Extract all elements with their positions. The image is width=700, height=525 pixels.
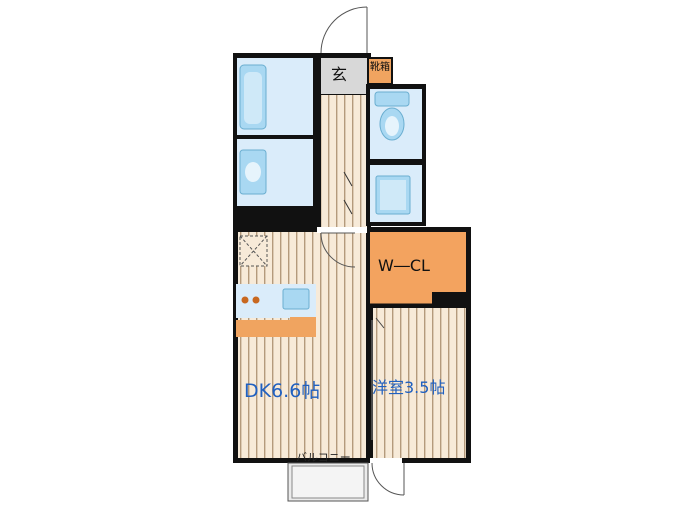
western-room-label: 洋室3.5帖 [372,378,446,397]
counter-edge [236,317,316,337]
entrance-door-icon [320,6,368,54]
dk-floor [238,232,366,458]
walk-in-closet-label: W―CL [378,256,430,275]
dk-label: DK6.6帖 [244,380,321,402]
shoe-box [367,57,393,85]
kitchen [236,235,316,337]
western-room-floor [373,308,466,458]
sink-icon [282,288,310,310]
dk-door-icon [317,227,367,268]
balcony [287,462,369,502]
stove-icon [241,296,249,304]
shoe-box-label: 靴箱 [370,62,390,73]
toilet-shower-block [366,84,426,226]
washroom-storage [237,206,271,227]
bath-wash-block [233,53,317,231]
hallway [317,53,393,231]
balcony-label: バルコニー [296,451,351,464]
entrance [321,58,367,94]
entrance-label: 玄 [331,65,348,84]
main-rooms [233,227,471,463]
western-room-door-icon [370,458,405,496]
